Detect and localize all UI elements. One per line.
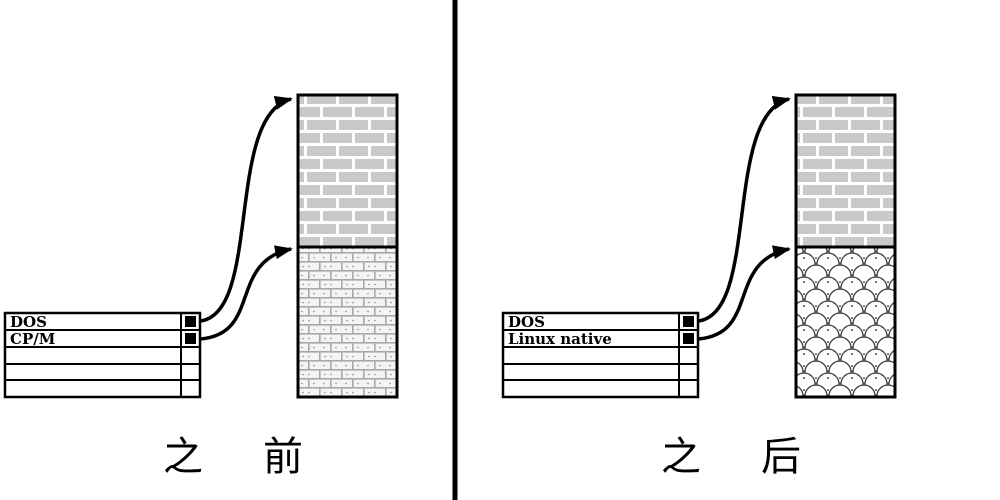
arrow-to-top-partition (199, 96, 293, 323)
disk-top-section (296, 93, 399, 249)
after-panel: DOS Linux native 之后 (501, 93, 897, 480)
arrow-to-bottom-partition (697, 245, 791, 341)
disk-bottom-section (794, 245, 897, 399)
pointer-square (683, 316, 694, 327)
before-caption: 之前 (163, 434, 363, 480)
partition-table-before: DOS CP/M (3, 311, 202, 399)
pointer-square (683, 333, 694, 344)
disk-column-before (296, 93, 399, 399)
arrow-to-top-partition (697, 96, 791, 323)
table-row-label: CP/M (10, 330, 55, 348)
after-caption: 之后 (661, 434, 861, 480)
table-row-label: DOS (508, 313, 545, 331)
partition-table-after: DOS Linux native (501, 311, 700, 399)
arrow-to-bottom-partition (199, 245, 293, 341)
disk-bottom-section (296, 245, 399, 399)
before-panel: DOS CP/M 之前 (3, 93, 399, 480)
pointer-square (185, 316, 196, 327)
disk-column-after (794, 93, 897, 399)
table-row-label: DOS (10, 313, 47, 331)
pointer-square (185, 333, 196, 344)
disk-top-section (794, 93, 897, 249)
table-row-label: Linux native (508, 330, 612, 348)
